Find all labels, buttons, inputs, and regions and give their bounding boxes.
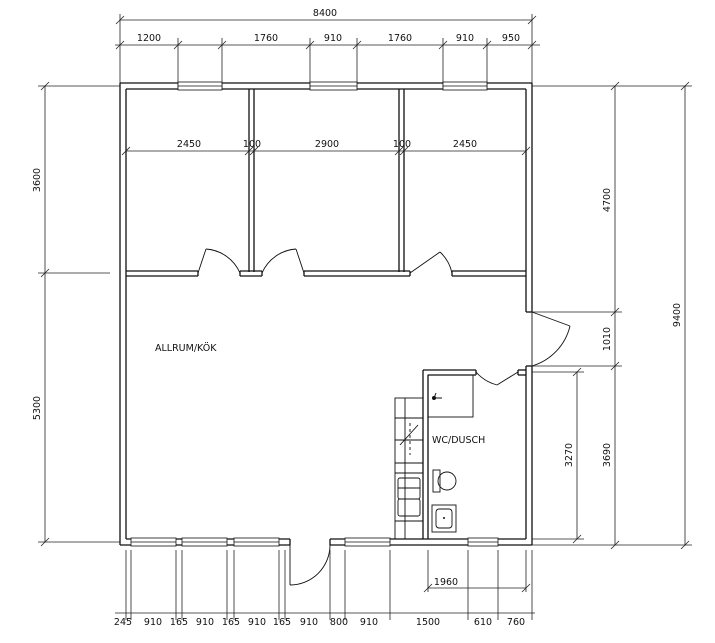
room-dim-1: 2450 — [177, 139, 201, 150]
room-dim-4: 100 — [393, 139, 411, 150]
bottom-dim-9: 800 — [330, 617, 348, 628]
living-room-label: ALLRUM/KÖK — [155, 343, 217, 354]
left-dim-2: 5300 — [32, 396, 43, 420]
bottom-dim-2: 910 — [144, 617, 162, 628]
room-dim-5: 2450 — [453, 139, 477, 150]
right-dim-2: 1010 — [602, 327, 613, 351]
room-dim-2: 100 — [243, 139, 261, 150]
top-dim-3: 910 — [324, 33, 342, 44]
top-dim-1: 1200 — [137, 33, 161, 44]
overall-width-dimension: 8400 — [115, 8, 537, 90]
left-dim-1: 3600 — [32, 168, 43, 192]
right-height-dimensions: 9400 4700 1010 3690 3270 — [532, 81, 692, 550]
interior-walls — [126, 89, 526, 277]
room-doors — [197, 248, 453, 274]
right-dim-3: 3690 — [602, 443, 613, 467]
bottom-dim-4: 910 — [196, 617, 214, 628]
bottom-dim-13: 760 — [507, 617, 525, 628]
wc-room-label: WC/DUSCH — [432, 435, 485, 446]
top-windows — [177, 81, 488, 91]
bottom-dimensions: 1960 245 910 165 910 165 910 165 910 800… — [114, 550, 535, 628]
bottom-inner-dim: 1960 — [434, 577, 458, 588]
wc-height-dim: 3270 — [564, 443, 575, 467]
right-dim-1: 4700 — [602, 188, 613, 212]
bottom-dim-1: 245 — [114, 617, 132, 628]
kitchen-counter — [394, 397, 424, 540]
bottom-dim-10: 910 — [360, 617, 378, 628]
left-height-dimensions: 3600 5300 — [32, 81, 120, 547]
overall-height-label: 9400 — [672, 303, 683, 327]
top-dim-2: 1760 — [254, 33, 278, 44]
room-dim-3: 2900 — [315, 139, 339, 150]
bottom-door — [289, 544, 331, 586]
bottom-dim-7: 165 — [273, 617, 291, 628]
entrance-door — [531, 311, 571, 367]
bottom-dim-8: 910 — [300, 617, 318, 628]
bottom-dim-12: 610 — [474, 617, 492, 628]
bottom-dim-6: 910 — [248, 617, 266, 628]
top-segment-dimensions: 1200 1760 910 1760 910 950 — [115, 33, 540, 88]
wc-room: WC/DUSCH — [422, 369, 526, 539]
top-dim-4: 1760 — [388, 33, 412, 44]
bottom-dim-3: 165 — [170, 617, 188, 628]
overall-width-label: 8400 — [313, 8, 337, 19]
bottom-dim-5: 165 — [222, 617, 240, 628]
bottom-windows — [130, 537, 499, 547]
bottom-dim-11: 1500 — [416, 617, 440, 628]
room-width-dimensions: 2450 100 2900 100 2450 — [121, 139, 531, 156]
top-dim-6: 950 — [502, 33, 520, 44]
top-dim-5: 910 — [456, 33, 474, 44]
exterior-walls — [119, 82, 533, 546]
